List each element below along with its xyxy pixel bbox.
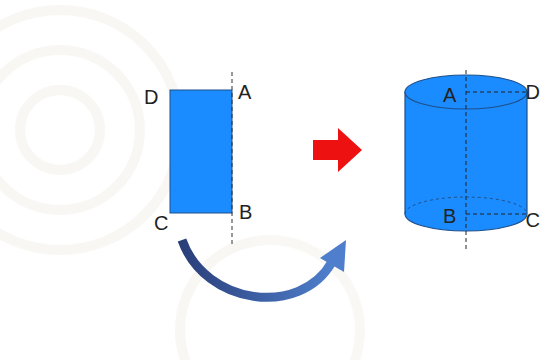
rotation-axis xyxy=(232,72,233,246)
bottom-radius xyxy=(466,214,527,215)
cylinder-axis xyxy=(466,70,467,252)
vertex-label: B xyxy=(443,206,456,226)
vertex-label: D xyxy=(144,87,158,107)
rotation-arrowhead xyxy=(320,240,346,272)
rotation-arrow xyxy=(182,240,332,297)
vertex-label: A xyxy=(238,82,251,102)
vertex-label: B xyxy=(239,202,252,222)
vertex-label: C xyxy=(154,213,168,233)
rectangle xyxy=(170,90,232,213)
vertex-label: D xyxy=(526,82,540,102)
vertex-label: A xyxy=(443,85,456,105)
vertex-label: C xyxy=(526,210,540,230)
top-radius xyxy=(466,92,527,93)
transform-arrow xyxy=(313,128,362,172)
watermark xyxy=(0,10,360,360)
